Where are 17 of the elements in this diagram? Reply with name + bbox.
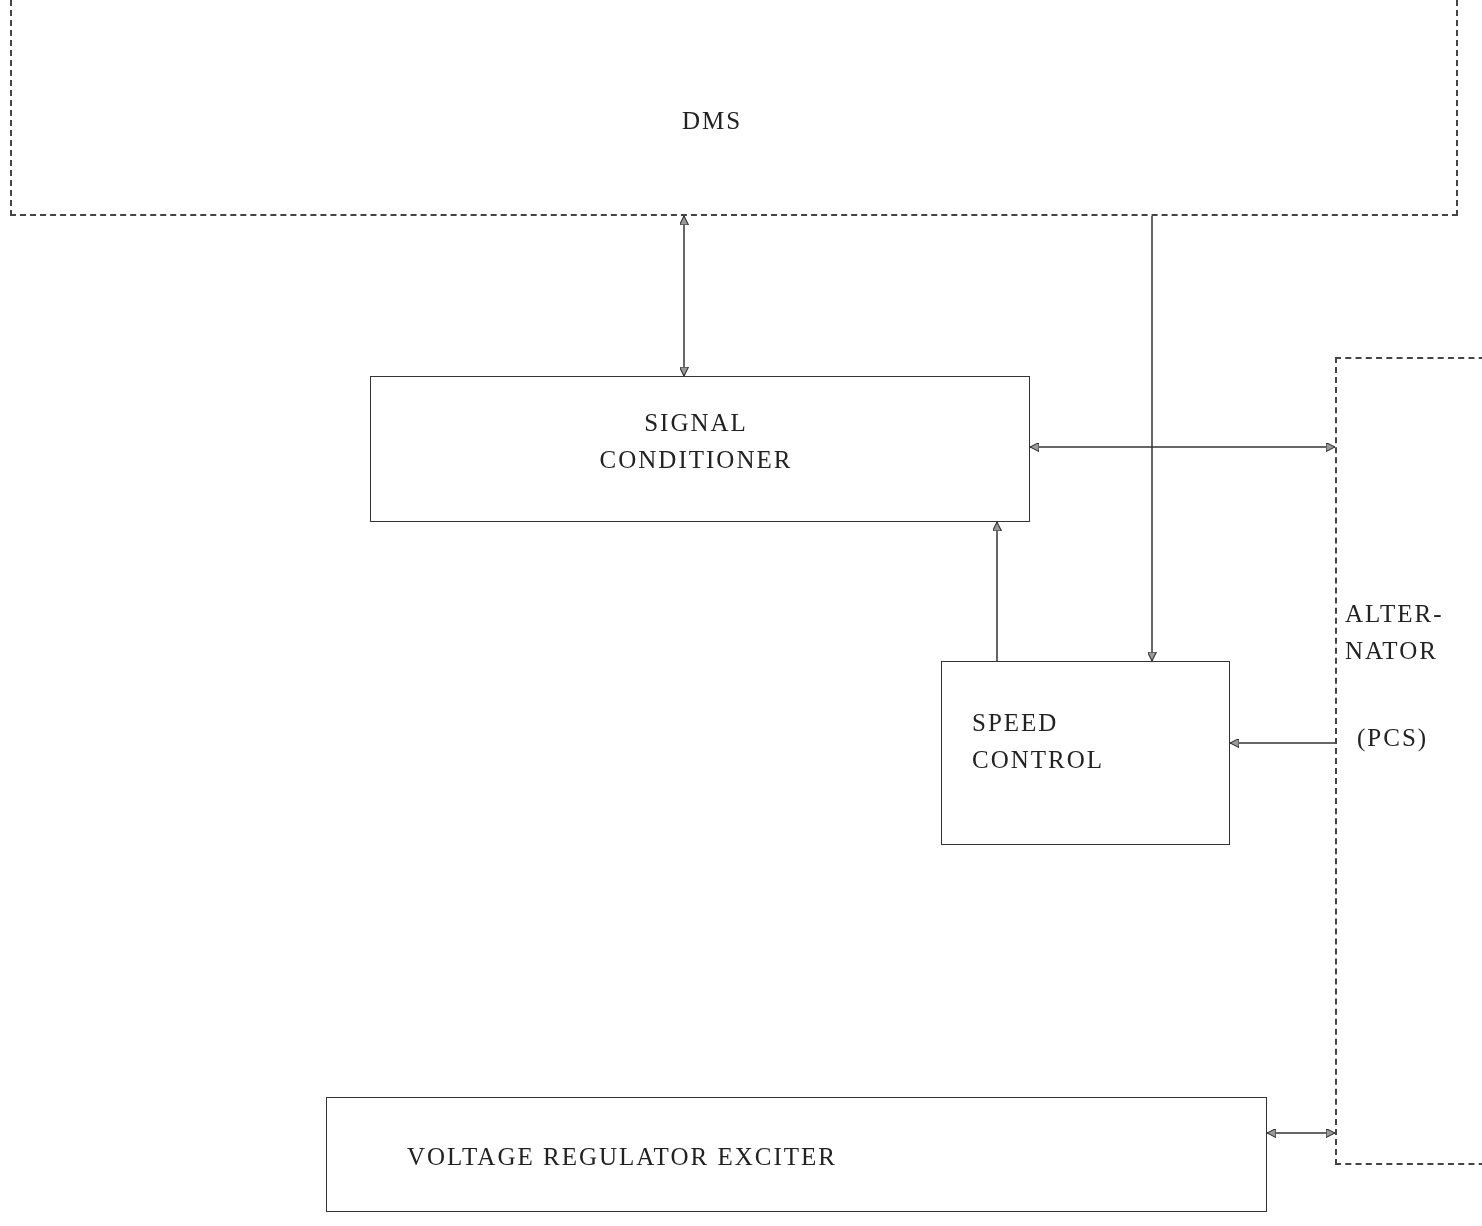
arrow xyxy=(1146,215,1158,662)
node-label: (PCS) xyxy=(1357,723,1430,754)
system-region xyxy=(10,0,1458,216)
system-region xyxy=(1335,357,1482,1165)
process-box xyxy=(941,661,1230,845)
arrow xyxy=(991,521,1003,662)
arrow xyxy=(1229,737,1336,749)
arrow xyxy=(1029,441,1336,453)
node-label: SPEED CONTROL xyxy=(972,708,1106,775)
process-box xyxy=(370,376,1030,522)
process-box xyxy=(326,1097,1267,1212)
node-label: ALTER- NATOR xyxy=(1345,599,1445,666)
node-label: VOLTAGE REGULATOR EXCITER xyxy=(407,1142,838,1172)
node-label: DMS xyxy=(680,106,744,136)
node-label: SIGNAL CONDITIONER xyxy=(598,408,794,475)
arrow xyxy=(1266,1127,1336,1139)
arrow xyxy=(678,215,690,377)
